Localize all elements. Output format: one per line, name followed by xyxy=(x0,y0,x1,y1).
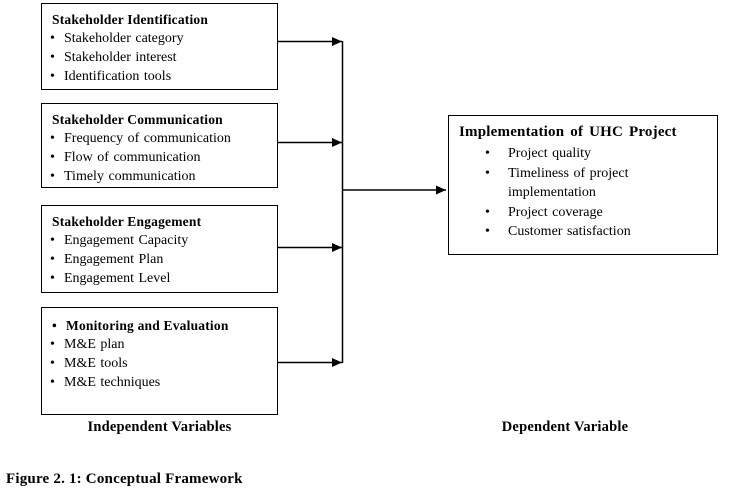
list-item-label: Customer satisfaction xyxy=(508,224,631,239)
bullet-icon: • xyxy=(50,233,55,248)
list-item-label: Stakeholder interest xyxy=(64,50,177,65)
bullet-icon: • xyxy=(52,318,57,333)
bullet-icon: • xyxy=(50,50,55,65)
list-item: • M&E tools xyxy=(50,354,269,373)
bullet-icon: • xyxy=(50,131,55,146)
box-monitoring-and-evaluation: • Monitoring and Evaluation • M&E plan • M… xyxy=(41,307,278,415)
list-item-label: M&E plan xyxy=(64,337,125,352)
dependent-variable-label: Dependent Variable xyxy=(501,419,629,435)
bullet-icon: • xyxy=(50,252,55,267)
box-item-list: • Project quality • Timeliness of project … xyxy=(459,144,709,242)
list-item: • Frequency of communication xyxy=(50,129,269,148)
box-item-list: • M&E plan • M&E tools • M&E techniques xyxy=(50,335,269,392)
list-item-label: Project coverage xyxy=(508,204,603,220)
list-item-label: Timeliness of project implementation xyxy=(508,165,629,201)
bullet-icon: • xyxy=(485,146,490,161)
list-item-label: Stakeholder category xyxy=(64,31,184,46)
list-item: • Timeliness of project implementation xyxy=(459,164,709,203)
independent-variables-label: Independent Variables xyxy=(87,419,232,435)
list-item: • Stakeholder interest xyxy=(50,48,269,67)
list-item-label: Project quality xyxy=(508,146,592,161)
list-item: • Engagement Level xyxy=(50,269,269,288)
box-item-list: • Stakeholder category • Stakeholder inter… xyxy=(50,29,269,86)
bullet-icon: • xyxy=(50,375,55,390)
bullet-icon: • xyxy=(485,224,490,239)
box-item-list: • Frequency of communication • Flow of com… xyxy=(50,129,269,186)
list-item: • Project quality xyxy=(459,144,709,164)
bullet-icon: • xyxy=(50,69,55,84)
bullet-icon: • xyxy=(50,356,55,371)
list-item-label: Engagement Capacity xyxy=(64,233,189,248)
box-title: Stakeholder Communication xyxy=(52,112,223,127)
list-item: • Timely communication xyxy=(50,167,269,186)
list-item: • Customer satisfaction xyxy=(459,222,709,242)
list-item-label: Flow of communication xyxy=(64,150,201,165)
list-item-label: Timely communication xyxy=(64,169,196,184)
list-item-label: M&E tools xyxy=(64,356,128,371)
list-item-label: Identification tools xyxy=(64,69,172,84)
box-title: Stakeholder Engagement xyxy=(52,214,202,229)
box-implementation-of-uhc-project: Implementation of UHC Project • Project q… xyxy=(448,115,718,255)
list-item: • Identification tools xyxy=(50,67,269,86)
list-item: • Engagement Capacity xyxy=(50,231,269,250)
figure-caption: Figure 2. 1: Conceptual Framework xyxy=(6,471,243,487)
box-stakeholder-communication: Stakeholder Communication • Frequency of … xyxy=(41,103,278,188)
box-title: Implementation of UHC Project xyxy=(459,124,677,140)
box-item-list: • Engagement Capacity • Engagement Plan • E… xyxy=(50,231,269,288)
list-item: • Flow of communication xyxy=(50,148,269,167)
bullet-icon: • xyxy=(50,169,55,184)
bullet-icon: • xyxy=(50,337,55,352)
list-item: • M&E techniques xyxy=(50,373,269,392)
list-item: • Stakeholder category xyxy=(50,29,269,48)
box-title: • Monitoring and Evaluation xyxy=(50,316,269,335)
list-item-label: Frequency of communication xyxy=(64,131,231,146)
list-item-label: M&E techniques xyxy=(64,375,161,390)
bullet-icon: • xyxy=(50,271,55,286)
box-title-label: Monitoring and Evaluation xyxy=(66,318,229,333)
list-item: • Project coverage xyxy=(459,203,709,223)
bullet-icon: • xyxy=(50,31,55,46)
bullet-icon: • xyxy=(485,204,490,220)
list-item-label: Engagement Plan xyxy=(64,252,164,267)
list-item: • M&E plan xyxy=(50,335,269,354)
box-stakeholder-identification: Stakeholder Identification • Stakeholder … xyxy=(41,3,278,90)
bullet-icon: • xyxy=(50,150,55,165)
list-item: • Engagement Plan xyxy=(50,250,269,269)
list-item-label: Engagement Level xyxy=(64,271,171,286)
bullet-icon: • xyxy=(485,165,490,181)
box-title: Stakeholder Identification xyxy=(52,12,209,27)
box-stakeholder-engagement: Stakeholder Engagement • Engagement Capac… xyxy=(41,205,278,293)
